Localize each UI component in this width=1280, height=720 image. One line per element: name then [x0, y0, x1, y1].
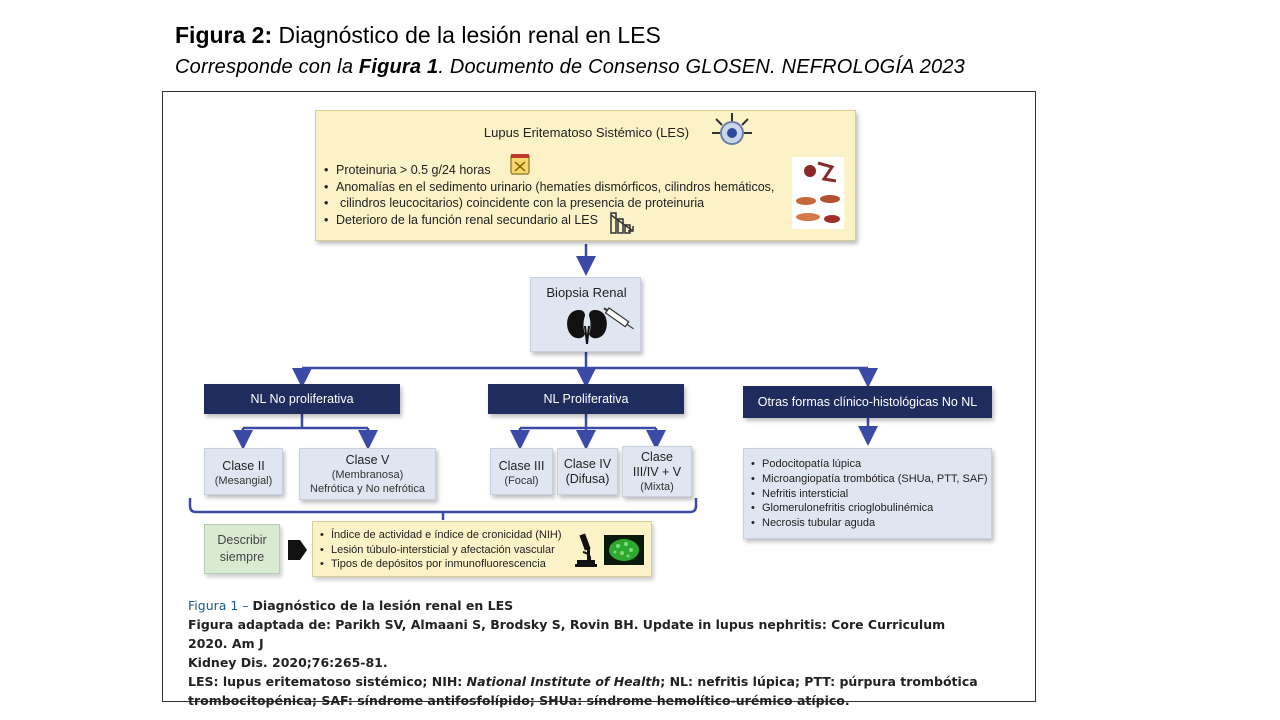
slide-title-rest: Diagnóstico de la lesión renal en LES — [272, 22, 661, 48]
chevron-right-icon — [288, 540, 307, 560]
describe-label-2: siempre — [219, 550, 265, 564]
slide-title: Figura 2: Diagnóstico de la lesión renal… — [175, 22, 661, 49]
class-iii-name: Clase III — [498, 459, 545, 473]
describe-list: Índice de actividad e índice de cronicid… — [319, 528, 562, 572]
microscope-icon — [575, 533, 597, 567]
kidneys-icon — [567, 307, 634, 345]
figure-caption: Figura 1 – Diagnóstico de la lesión rena… — [188, 596, 988, 710]
caption-line-4: LES: lupus eritematoso sistémico; NIH: N… — [188, 672, 988, 691]
others-list-box: Podocitopatía lúpica Microangiopatía tro… — [743, 448, 992, 539]
slide-subtitle-post: . Documento de Consenso GLOSEN. NEFROLOG… — [438, 56, 966, 78]
les-item-renal-function: Deterioro de la función renal secundario… — [322, 212, 774, 229]
class-v-name: Clase V — [345, 453, 390, 467]
slide-subtitle-pre: Corresponde con la — [175, 56, 359, 78]
class-ii-box: Clase II (Mesangial) — [204, 448, 283, 495]
class-mixed-box: Clase III/IV + V (Mixta) — [622, 446, 692, 497]
class-mixed-name1: Clase — [641, 450, 673, 464]
biopsy-label: Biopsia Renal — [546, 285, 627, 300]
describe-items-box: Índice de actividad e índice de cronicid… — [312, 521, 652, 577]
class-iv-sub: (Difusa) — [565, 472, 610, 486]
others-item: Glomerulonefritis crioglobulinémica — [750, 501, 988, 516]
class-mixed-name2: III/IV + V — [632, 465, 682, 479]
les-criteria-list: Proteinuria > 0.5 g/24 horas Anomalías e… — [322, 162, 774, 228]
others-list: Podocitopatía lúpica Microangiopatía tro… — [750, 457, 988, 531]
caption-line-5: trombocitopénica; SAF: síndrome antifosf… — [188, 693, 850, 708]
others-item: Podocitopatía lúpica — [750, 457, 988, 472]
les-title: Lupus Eritematoso Sistémico (LES) — [483, 125, 690, 140]
urine-container-icon — [510, 154, 530, 175]
caption-line-4-italic: National Institute of Health — [466, 674, 661, 689]
class-ii-name: Clase II — [222, 459, 265, 473]
describe-item: Índice de actividad e índice de cronicid… — [319, 528, 562, 543]
class-iv-name: Clase IV — [563, 457, 612, 471]
class-iv-box: Clase IV (Difusa) — [557, 448, 618, 495]
class-iii-sub: (Focal) — [504, 475, 539, 487]
slide-title-bold: Figura 2: — [175, 22, 273, 48]
declining-chart-icon — [610, 212, 634, 234]
class-v-box: Clase V (Membranosa) Nefrótica y No nefr… — [299, 448, 436, 500]
describe-label-1: Describir — [217, 533, 267, 547]
antibody-icon — [712, 113, 752, 145]
describe-item: Tipos de depósitos por inmunofluorescenc… — [319, 557, 562, 572]
others-item: Microangiopatía trombótica (SHUa, PTT, S… — [750, 472, 988, 487]
les-item-sediment-cont: cilindros leucocitarios) coincidente con… — [322, 195, 774, 212]
caption-title-line: Figura 1 – Diagnóstico de la lesión rena… — [188, 596, 988, 615]
caption-line-4b: ; NL: nefritis lúpica; PTT: púrpura trom… — [660, 674, 978, 689]
slide-subtitle: Corresponde con la Figura 1. Documento d… — [175, 56, 965, 79]
caption-fig-title: Diagnóstico de la lesión renal en LES — [252, 598, 514, 613]
immunofluorescence-image-icon — [604, 535, 644, 565]
les-box: Lupus Eritematoso Sistémico (LES) Protei… — [315, 110, 856, 241]
caption-line-2: Figura adaptada de: Parikh SV, Almaani S… — [188, 617, 946, 651]
bracket-line — [188, 498, 698, 514]
group-proliferative: NL Proliferativa — [488, 384, 684, 414]
class-mixed-sub: (Mixta) — [640, 481, 674, 493]
group-others: Otras formas clínico-histológicas No NL — [743, 386, 992, 418]
class-ii-sub: (Mesangial) — [214, 475, 273, 487]
class-iii-box: Clase III (Focal) — [490, 448, 553, 495]
class-v-sub2: Nefrótica y No nefrótica — [310, 483, 425, 495]
les-item-sediment: Anomalías en el sedimento urinario (hema… — [322, 179, 774, 196]
caption-line-4a: LES: lupus eritematoso sistémico; NIH: — [188, 674, 467, 689]
describe-item: Lesión túbulo-intersticial y afectación … — [319, 543, 562, 558]
caption-line-3: Kidney Dis. 2020;76:265-81. — [188, 655, 388, 670]
group-non-proliferative: NL No proliferativa — [204, 384, 400, 414]
class-v-sub1: (Membranosa) — [331, 469, 404, 481]
describe-always-box: Describir siempre — [204, 524, 280, 574]
biopsy-box: Biopsia Renal — [530, 277, 641, 352]
others-item: Necrosis tubular aguda — [750, 516, 988, 531]
figure-frame — [162, 91, 1036, 702]
slide-subtitle-bold: Figura 1 — [358, 56, 439, 78]
urine-sediment-cells-icon — [792, 157, 844, 229]
others-item: Nefritis intersticial — [750, 487, 988, 502]
caption-fig-label: Figura 1 – — [188, 598, 253, 613]
les-item-proteinuria: Proteinuria > 0.5 g/24 horas — [322, 162, 774, 179]
